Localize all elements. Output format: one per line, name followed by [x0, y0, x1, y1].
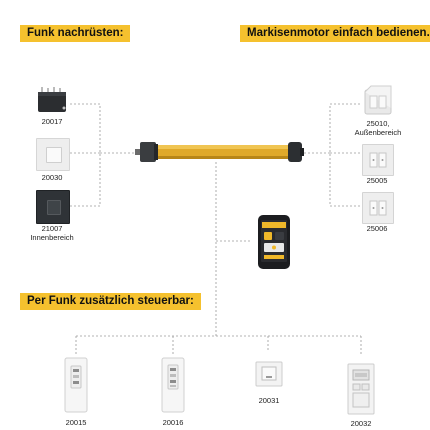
device-20017[interactable] [34, 86, 70, 114]
device-25006[interactable] [362, 192, 394, 224]
caption-25010: 25010, Außenbereich [348, 119, 408, 137]
caption-25010-note: Außenbereich [354, 128, 402, 137]
radio-module-icon [38, 87, 66, 112]
caption-20016: 20016 [162, 418, 184, 427]
smartphone-icon[interactable] [256, 214, 292, 270]
header-retrofit: Funk nachrüsten: [20, 25, 131, 42]
caption-25010-code: 25010, [366, 119, 390, 128]
device-20030[interactable] [36, 138, 70, 171]
header-extra: Per Funk zusätzlich steuerbar: [20, 293, 201, 310]
switch-button [47, 200, 61, 215]
device-25005[interactable] [362, 144, 394, 176]
caption-20015: 20015 [65, 418, 87, 427]
double-rocker-icon [369, 152, 387, 168]
caption-20032: 20032 [350, 419, 372, 428]
caption-20031: 20031 [258, 396, 280, 405]
device-25010[interactable] [362, 84, 394, 118]
switch-button [46, 147, 62, 163]
caption-25005: 25005 [366, 176, 388, 185]
device-20031[interactable] [254, 360, 284, 388]
device-20015[interactable] [64, 356, 88, 414]
double-rocker-icon [369, 200, 387, 216]
caption-20017: 20017 [41, 117, 63, 126]
right-bracket-line [329, 103, 360, 207]
device-20032[interactable] [346, 362, 376, 416]
tubular-motor-icon [135, 142, 304, 162]
header-operate: Markisenmotor einfach bedienen. [240, 25, 430, 42]
caption-21007-code: 21007 [41, 224, 63, 233]
wall-switch-icon [255, 361, 283, 387]
wall-remote-icon [64, 357, 88, 413]
caption-21007-note: Innenbereich [30, 233, 74, 242]
wall-remote-icon [161, 357, 185, 413]
caption-20030: 20030 [41, 173, 63, 182]
caption-21007: 21007 Innenbereich [22, 224, 82, 242]
caption-25006: 25006 [366, 224, 388, 233]
device-20016[interactable] [161, 356, 185, 414]
left-bracket-line [70, 103, 101, 207]
outdoor-switch-icon [364, 85, 392, 115]
timer-panel-icon [347, 363, 375, 415]
device-21007[interactable] [36, 190, 70, 224]
